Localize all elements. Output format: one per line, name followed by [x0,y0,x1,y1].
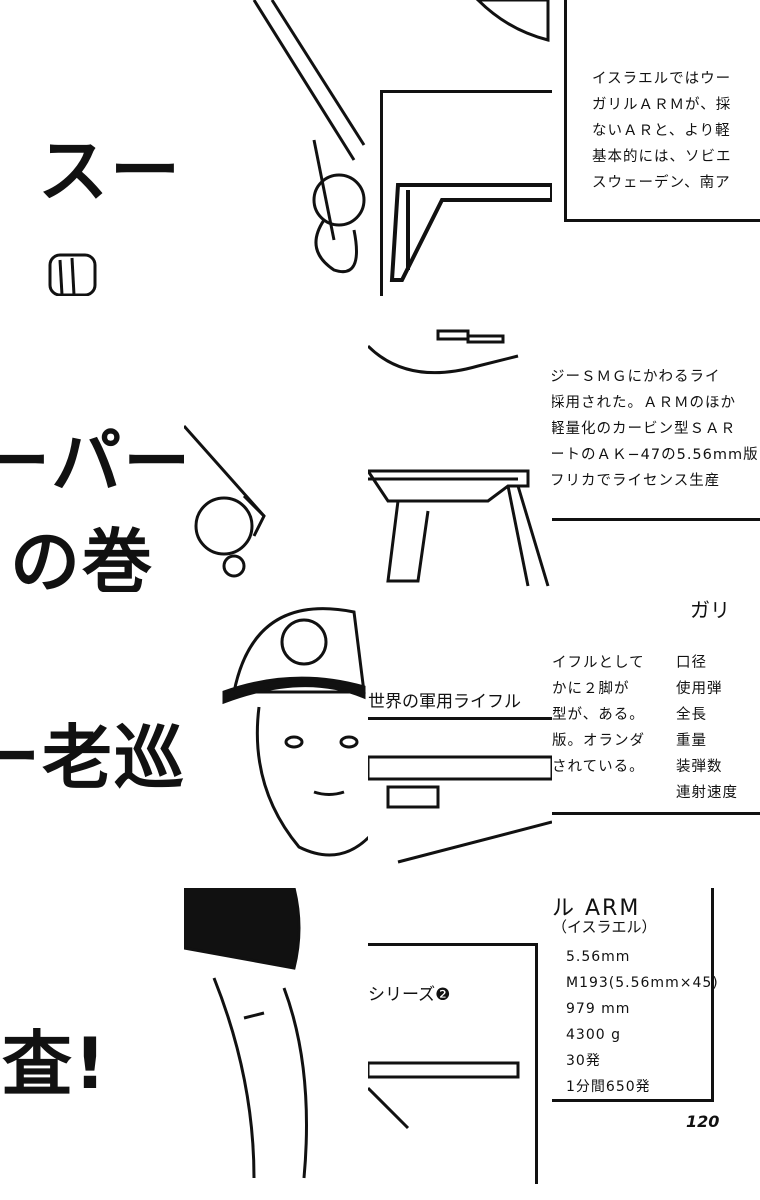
page-number: 120 [686,1112,720,1131]
title-fragment: ーパー [0,421,184,503]
officer-drawing [184,888,308,1179]
spec-value: 1分間650発 [566,1079,651,1095]
text-line: ートのＡＫ−47の5.56mm版 [552,447,759,463]
spec-label: 重量 [676,733,707,749]
revolver-tile [184,0,368,296]
text-line: フリカでライセンス生産 [552,473,721,489]
text-line: イスラエルではウー [592,71,732,87]
text-line: ガリルＡＲＭが、採 [592,97,732,113]
title-tile-1: スー [0,0,184,296]
text-line: 基本的には、ソビエ [592,149,732,165]
middle-text-tile: ジーＳＭＧにかわるライ 採用された。ＡＲＭのほか 軽量化のカービン型ＳＡＲ ート… [552,296,760,592]
title-tile-4: 巡査! [0,888,184,1184]
text-line: 型が、ある。 [552,707,645,723]
rifle-stock-drawing [389,0,552,282]
spec-labels: 口径 使用弾 全長 重量 装弾数 連射速度 [676,650,738,806]
middle-text: ジーＳＭＧにかわるライ 採用された。ＡＲＭのほか 軽量化のカービン型ＳＡＲ ート… [552,364,759,494]
title-fragment: の巻 [10,521,154,592]
revolver-drawing [252,0,366,273]
specs-value-tile: ル ARM （イスラエル） 5.56mm M193(5.56mm×45) 979… [552,888,760,1184]
revolver-drawing [184,425,266,578]
rifle-drawing [368,755,552,864]
smg-drawing [368,329,550,587]
spec-label: 使用弾 [676,681,723,697]
title-fragment: 巡査! [0,1023,108,1105]
series-title-tile: 世界の軍用ライフル [368,592,552,888]
title-fragment: ー老巡 [0,717,184,799]
spec-value: 30発 [566,1053,601,1069]
intro-text-tile: イスラエルではウー ガリルＡＲＭが、採 ないＡＲと、より軽 基本的には、ソビエ … [552,0,760,296]
text-line: イフルとして [552,655,645,671]
title-tile-3: ー老巡 [0,592,184,888]
text-line: かに２脚が [552,681,630,697]
officer-drawing [222,607,368,857]
rifle-drawing [368,1061,520,1130]
lower-text: イフルとして かに２脚が 型が、ある。 版。オランダ されている。 [552,650,645,780]
text-line: されている。 [552,759,645,775]
text-line: スウェーデン、南ア [592,175,731,191]
text-line: 版。オランダ [552,733,645,749]
spec-value: M193(5.56mm×45) [566,975,719,991]
smg-tile [368,296,552,592]
text-line: ジーＳＭＧにかわるライ [552,369,721,385]
stock-tile [368,0,552,296]
title-fragment: スー [38,130,182,212]
intro-text: イスラエルではウー ガリルＡＲＭが、採 ないＡＲと、より軽 基本的には、ソビエ … [592,66,732,196]
officer-face-tile [184,592,368,888]
officer-face-tile-2 [184,888,368,1184]
spec-label: 連射速度 [676,785,738,801]
text-line: 軽量化のカービン型ＳＡＲ [552,421,736,437]
text-line: 採用された。ＡＲＭのほか [552,395,736,411]
gun-barrel-drawing [48,253,97,296]
spec-label: 全長 [676,707,707,723]
spec-label: 装弾数 [676,759,723,775]
text-line: ないＡＲと、より軽 [592,123,731,139]
spec-value: 4300 g [566,1027,621,1043]
spec-values: 5.56mm M193(5.56mm×45) 979 mm 4300 g 30発… [566,944,719,1100]
gun-name-fragment: ガリ [690,598,730,622]
series-suffix: シリーズ❷ [368,985,451,1005]
series-title: 世界の軍用ライフル [368,692,521,712]
spec-value: 5.56mm [566,949,631,965]
specs-label-tile: ガリ イフルとして かに２脚が 型が、ある。 版。オランダ されている。 口径 … [552,592,760,888]
series-suffix-tile: シリーズ❷ [368,888,552,1184]
title-tile-2: ーパー の巻 [0,296,184,592]
spec-value: 979 mm [566,1001,631,1017]
spec-label: 口径 [676,655,707,671]
gun-name: ル ARM [552,896,641,921]
gun-country: （イスラエル） [552,918,657,936]
revolver-tile-2 [184,296,368,592]
